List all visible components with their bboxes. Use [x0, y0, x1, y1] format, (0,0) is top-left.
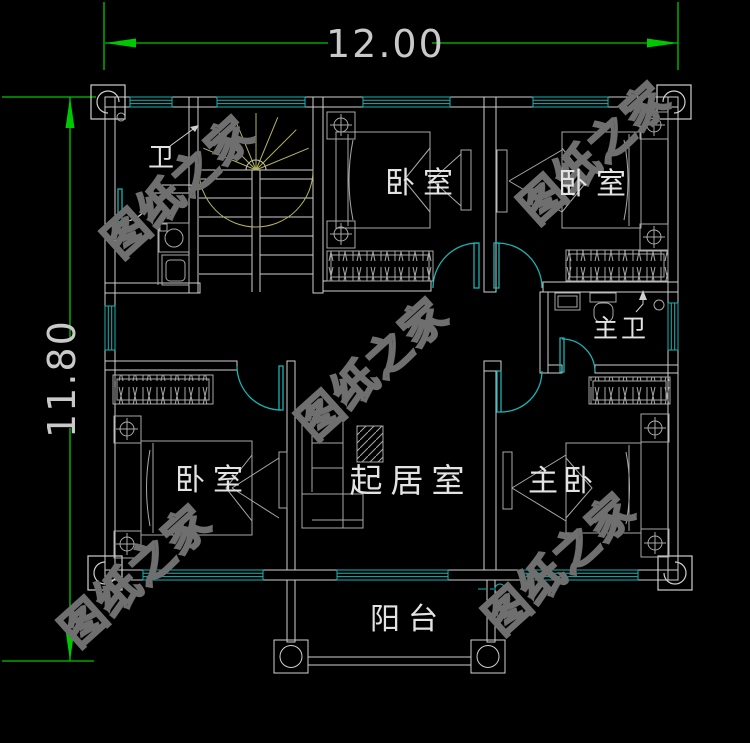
furniture-bedroom-top-right — [496, 111, 669, 282]
dresser — [502, 451, 513, 510]
staircase — [198, 113, 314, 292]
dimension-arrow-right — [647, 38, 678, 48]
bathroom-leader-line — [169, 126, 197, 147]
nightstand — [640, 528, 670, 558]
interior-walls — [104, 96, 679, 571]
dresser — [278, 451, 288, 509]
nightstand — [113, 415, 142, 444]
dimension-top — [103, 2, 679, 70]
bedroom-b-door-leaf — [493, 242, 500, 289]
balcony-column — [273, 639, 309, 674]
dimension-height-text: 11.80 — [40, 319, 84, 438]
balcony-structure — [273, 579, 506, 674]
master-bath-door-leaf — [559, 337, 565, 373]
doors — [117, 188, 596, 413]
washing-machine — [158, 222, 190, 253]
master-bedroom-door-leaf — [496, 370, 502, 413]
floor-drain — [653, 299, 665, 311]
bathroom-door-leaf — [117, 188, 123, 223]
stair-treads — [199, 178, 313, 275]
nightstand — [640, 413, 670, 443]
wardrobe — [326, 250, 434, 282]
bed — [140, 440, 253, 536]
bedroom-b-door-arc — [496, 242, 543, 289]
wardrobe — [565, 249, 669, 282]
balcony-rail-left — [286, 579, 296, 643]
master-bath-door-arc — [561, 338, 596, 373]
balcony-rail-right — [486, 579, 496, 643]
bathroom-fixtures — [116, 112, 199, 286]
bedroom-a-door-leaf — [473, 242, 480, 289]
wardrobe — [112, 374, 214, 405]
coffee-table — [356, 425, 384, 463]
dimension-left — [2, 96, 96, 662]
dresser — [496, 149, 508, 213]
furniture-bedroom-bottom-left — [112, 374, 288, 559]
bedroom-a-door-arc — [432, 242, 479, 289]
nightstand — [113, 530, 142, 559]
dimension-arrow-left — [105, 38, 136, 48]
dimension-width-text: 12.00 — [326, 22, 445, 66]
nightstand — [326, 111, 356, 140]
bed — [561, 131, 642, 229]
bed — [565, 442, 642, 534]
dimension-arrow-down — [65, 630, 75, 661]
furniture-bedroom-top-middle — [326, 111, 472, 282]
balcony-column — [470, 639, 506, 674]
nightstand — [639, 111, 669, 140]
sink — [554, 292, 581, 311]
floor-drain — [116, 112, 126, 122]
dimension-arrow-up — [65, 97, 75, 128]
nightstand — [326, 220, 356, 249]
master-bathroom-fixtures — [554, 290, 665, 323]
bedroom-c-door-leaf — [278, 365, 284, 411]
leader-arrowhead — [190, 125, 199, 132]
stair-winder-spokes — [203, 113, 309, 171]
drain-pipe — [494, 583, 506, 595]
bedroom-c-door-arc — [236, 365, 282, 411]
bed — [335, 131, 431, 229]
corner-columns — [87, 84, 693, 591]
master-bedroom-door-arc — [500, 370, 543, 413]
windows — [104, 96, 679, 581]
room-label-bedroom-top-right: 卧室 — [558, 167, 634, 202]
furniture-master-bedroom — [502, 376, 671, 558]
room-label-living-room: 起居室 — [349, 461, 473, 500]
room-label-bedroom-bottom-left: 卧室 — [175, 463, 251, 498]
toilet-bowl — [593, 302, 614, 323]
room-label-balcony: 阳台 — [370, 602, 446, 637]
bathroom-door-arc — [119, 188, 154, 223]
room-label-bedroom-top-middle: 卧室 — [385, 166, 461, 201]
furniture-living-room — [301, 417, 384, 529]
water-heater — [161, 254, 190, 286]
dresser — [460, 149, 472, 211]
balcony-rail-bottom — [307, 656, 472, 666]
room-label-master-bedroom: 主卧 — [528, 464, 598, 499]
stair-winder-arc — [198, 169, 314, 228]
toilet-tank — [589, 292, 617, 303]
room-label-master-bathroom: 主卫 — [592, 314, 650, 343]
room-label-bathroom: 卫 — [147, 143, 175, 174]
stair-stringer — [251, 170, 261, 292]
